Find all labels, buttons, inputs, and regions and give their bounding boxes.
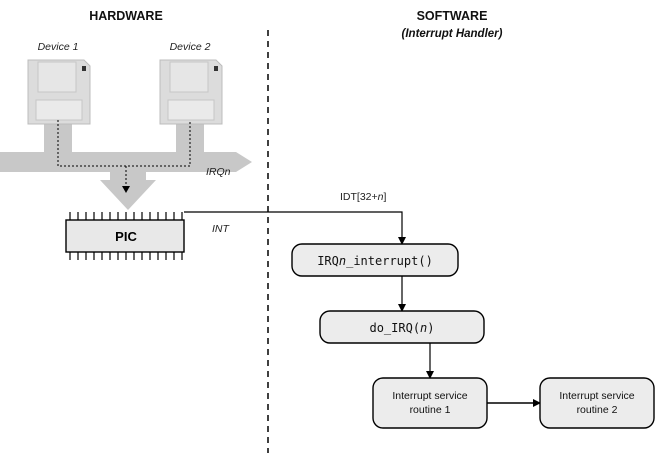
isr-2-box	[539, 377, 655, 429]
isr-1-line-2: routine 1	[410, 404, 451, 416]
do-irq-box	[319, 310, 485, 344]
software-subheader: (Interrupt Handler)	[402, 28, 503, 40]
device-2-label: Device 2	[170, 41, 211, 53]
hardware-header: HARDWARE	[89, 9, 163, 23]
int-connection-line	[184, 211, 406, 245]
isr-1-line-1: Interrupt service	[392, 390, 467, 402]
irq-bus-label: IRQn	[206, 166, 231, 178]
pic-label: PIC	[115, 229, 137, 244]
isr-2-line-1: Interrupt service	[559, 390, 634, 402]
irq-bus	[0, 152, 252, 210]
int-label: INT	[212, 223, 231, 235]
device-2-icon	[159, 59, 223, 153]
device-1-icon	[27, 59, 91, 153]
isr-2-line-2: routine 2	[577, 404, 618, 416]
pic-chip	[65, 212, 185, 260]
software-header: SOFTWARE	[417, 9, 488, 23]
do-irq-label: do_IRQ(n)	[369, 321, 434, 335]
irq-dotted-lines	[57, 120, 191, 186]
idt-label: IDT[32+n]	[340, 191, 387, 203]
irq-dotted-arrowhead	[122, 186, 130, 193]
irq-interrupt-label: IRQn_interrupt()	[317, 254, 433, 268]
device-1-label: Device 1	[38, 41, 79, 53]
isr-1-box	[372, 377, 488, 429]
irq-interrupt-box	[291, 243, 459, 277]
